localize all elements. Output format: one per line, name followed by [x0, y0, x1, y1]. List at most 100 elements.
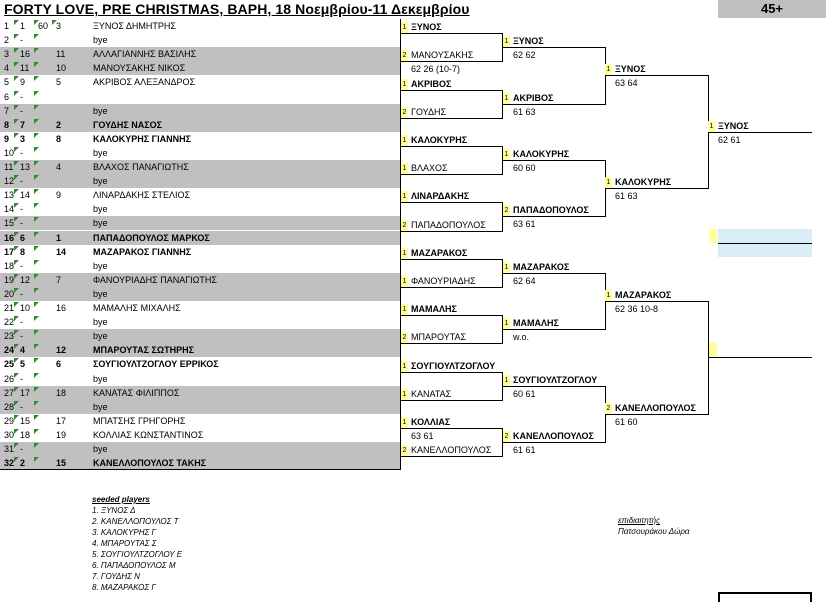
bracket-line	[401, 61, 502, 62]
draw-seed-number: 18	[20, 429, 31, 440]
status-marker	[14, 287, 19, 293]
draw-entry-number: 3	[56, 21, 62, 31]
match-score: w.o.	[513, 332, 530, 342]
player-name: ΑΛΛΑΓΙΑΝΝΗΣ ΒΑΣΙΛΗΣ	[93, 49, 197, 60]
draw-entry-number: 14	[56, 246, 67, 257]
bracket-line	[605, 414, 708, 415]
legend-item: 8. ΜΑΖΑΡΑΚΟΣ Γ	[92, 583, 156, 592]
status-marker	[34, 358, 39, 364]
draw-seed-number: -	[20, 444, 23, 454]
bracket-winner: ΒΛΑΧΟΣ	[411, 163, 448, 173]
status-marker	[14, 358, 19, 364]
status-marker	[34, 175, 39, 181]
bracket-winner: ΜΑΖΑΡΑΚΟΣ	[615, 290, 672, 300]
draw-position: 3	[4, 49, 10, 60]
bracket-line	[401, 343, 502, 344]
bracket-winner: ΜΑΖΑΡΑΚΟΣ	[411, 248, 468, 258]
draw-row: 22-bye	[0, 315, 400, 329]
draw-position: 11	[4, 162, 14, 172]
seed-box: 1	[401, 163, 408, 174]
status-marker	[34, 372, 39, 378]
draw-position: 20	[4, 288, 15, 299]
status-marker	[34, 400, 39, 406]
bracket-winner: ΜΠΑΡΟΥΤΑΣ	[411, 332, 467, 342]
bracket-line	[401, 202, 502, 203]
draw-row: 10-bye	[0, 146, 400, 160]
status-marker	[14, 443, 19, 448]
status-marker	[14, 118, 19, 124]
legend-heading: seeded players	[92, 495, 150, 504]
bracket-line	[401, 118, 502, 119]
draw-entry-number: 4	[56, 162, 62, 172]
match-score: 61 61	[513, 445, 536, 455]
draw-row: 31-bye	[0, 442, 400, 456]
player-name: bye	[93, 260, 108, 271]
draw-seed-number: 9	[20, 77, 26, 88]
status-marker	[34, 90, 39, 96]
bracket-line	[718, 592, 720, 602]
draw-position: 4	[4, 63, 10, 74]
player-name: ΒΛΑΧΟΣ ΠΑΝΑΓΙΩΤΗΣ	[93, 162, 189, 172]
match-score: 60 60	[513, 163, 536, 173]
status-marker	[34, 316, 39, 322]
bracket-line	[401, 259, 502, 260]
draw-row: 26-bye	[0, 372, 400, 386]
status-marker	[14, 161, 19, 166]
player-name: bye	[93, 288, 108, 299]
draw-seed-number: -	[20, 91, 23, 102]
bracket-winner: ΚΑΝΑΤΑΣ	[411, 389, 452, 399]
draw-seed-number: 1	[20, 21, 26, 31]
draw-position: 18	[4, 260, 15, 271]
status-marker	[34, 443, 39, 448]
bracket-winner: ΚΑΝΕΛΛΟΠΟΥΛΟΣ	[411, 445, 492, 455]
draw-row: 23-bye	[0, 329, 400, 344]
draw-entry-number: 6	[56, 359, 62, 370]
status-marker	[14, 20, 19, 25]
draw-seed-number: 7	[20, 119, 26, 130]
bracket-winner: ΚΑΝΕΛΛΟΠΟΥΛΟΣ	[615, 403, 696, 413]
status-marker	[34, 259, 39, 265]
draw-position: 26	[4, 373, 15, 384]
seed-box: 2	[401, 220, 408, 231]
status-marker	[34, 132, 39, 138]
draw-position: 8	[4, 119, 10, 130]
draw-seed-number: -	[20, 317, 23, 328]
bracket-line	[502, 259, 503, 288]
seed-box: 1	[605, 64, 612, 75]
draw-position: 29	[4, 415, 15, 426]
player-name: bye	[93, 373, 108, 384]
bracket-winner: ΠΑΠΑΔΟΠΟΥΛΟΣ	[513, 205, 589, 215]
legend-item: 3. ΚΑΛΟΚΥΡΗΣ Γ	[92, 528, 157, 537]
player-name: ΦΑΝΟΥΡΙΑΔΗΣ ΠΑΝΑΓΙΩΤΗΣ	[93, 274, 217, 285]
status-marker	[14, 146, 19, 152]
draw-seed-number: 16	[20, 49, 31, 60]
draw-entry-number: 9	[56, 190, 62, 201]
bracket-line	[503, 104, 605, 105]
status-marker	[34, 48, 39, 54]
status-marker	[14, 189, 19, 195]
draw-seed-number: 6	[20, 232, 26, 243]
seed-box: 1	[503, 149, 510, 160]
bracket-winner: ΓΟΥΔΗΣ	[411, 107, 447, 117]
draw-position: 14	[4, 204, 15, 215]
seed-box: 1	[401, 135, 408, 146]
draw-position: 13	[4, 190, 15, 201]
legend-item: 7. ΓΟΥΔΗΣ Ν	[92, 572, 140, 581]
bracket-line	[401, 287, 502, 288]
draw-row: 28-bye	[0, 399, 400, 414]
bracket-winner: ΞΥΝΟΣ	[615, 64, 646, 74]
status-marker	[14, 132, 19, 138]
bracket-winner: ΠΑΠΑΔΟΠΟΥΛΟΣ	[411, 220, 486, 230]
tournament-title: FORTY LOVE, PRE CHRISTMAS, ΒΑΡΗ, 18 Νοεμ…	[4, 1, 470, 17]
player-name: bye	[93, 317, 108, 328]
match-score: 62 62	[513, 50, 536, 60]
status-marker	[14, 372, 19, 378]
draw-position: 15	[4, 218, 15, 229]
draw-position: 5	[4, 77, 10, 88]
draw-seed-number: 10	[20, 303, 31, 313]
